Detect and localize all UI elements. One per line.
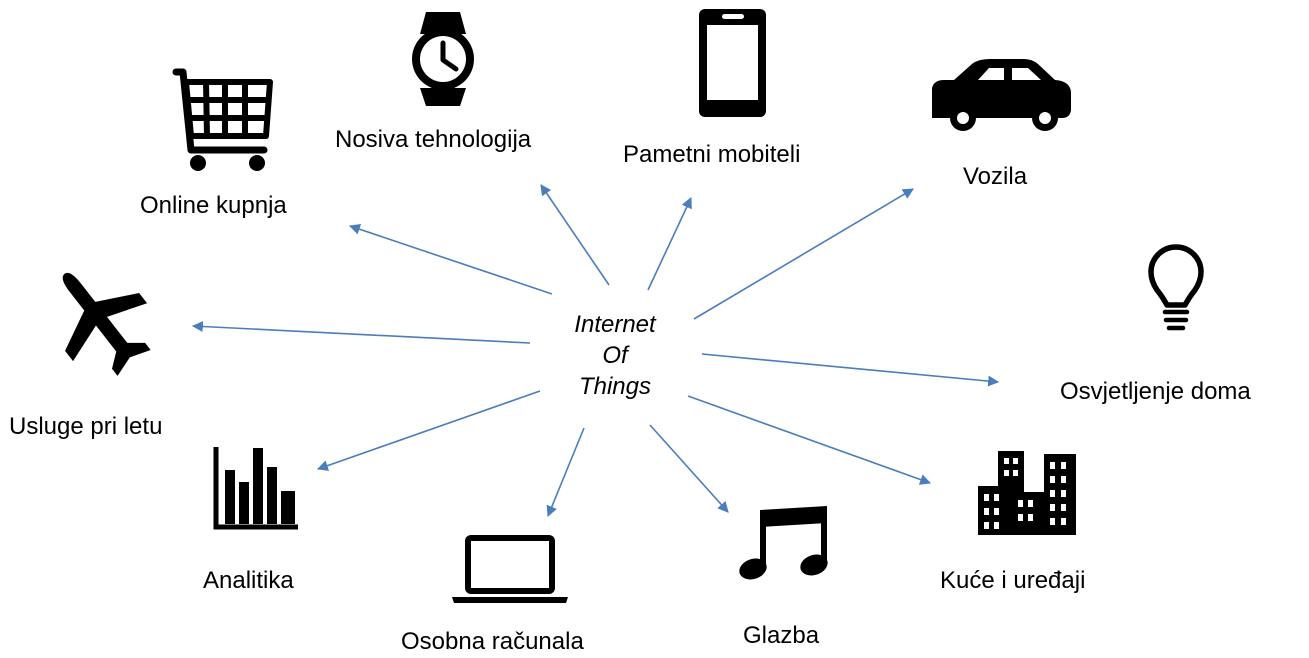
city-buildings-icon: [978, 451, 1076, 535]
arrow-to-usluge-pri-letu: [191, 321, 531, 344]
smartphone-icon: [699, 9, 766, 117]
arrow-to-analitika: [316, 390, 541, 471]
label-analitika: Analitika: [203, 567, 294, 594]
label-osvjetljenje-doma: Osvjetljenje doma: [1060, 378, 1251, 405]
label-online-kupnja: Online kupnja: [140, 192, 287, 219]
arrow-to-online-kupnja: [348, 223, 553, 295]
center-line-1: Internet: [574, 311, 656, 338]
music-note-icon: [739, 506, 828, 580]
laptop-icon: [452, 535, 568, 603]
label-glazba: Glazba: [743, 622, 820, 649]
label-nosiva-tehnologija: Nosiva tehnologija: [335, 126, 532, 153]
center-label: Internet Of Things: [555, 309, 675, 402]
center-line-3: Things: [578, 373, 652, 400]
label-pametni-mobiteli: Pametni mobiteli: [623, 141, 801, 168]
lightbulb-icon: [1148, 244, 1204, 331]
airplane-icon: [62, 272, 151, 376]
arrow-to-glazba: [649, 424, 729, 513]
label-usluge-pri-letu: Usluge pri letu: [9, 413, 163, 440]
arrow-to-osobna-racunala: [546, 427, 585, 518]
car-icon: [932, 59, 1071, 131]
arrow-to-osvjetljenje-doma: [701, 353, 1000, 387]
center-line-2: Of: [602, 342, 628, 369]
arrow-to-pametni-mobiteli: [647, 197, 692, 291]
bar-chart-icon: [213, 447, 298, 530]
arrow-to-kuce-i-uredaji: [687, 395, 932, 485]
shopping-cart-icon: [172, 68, 273, 171]
label-vozila: Vozila: [963, 163, 1028, 190]
label-osobna-racunala: Osobna računala: [401, 628, 584, 655]
arrow-to-nosiva-tehnologija: [540, 184, 610, 286]
wristwatch-icon: [412, 12, 474, 106]
arrow-to-vozila: [693, 188, 914, 320]
label-kuce-i-uredaji: Kuće i uređaji: [940, 567, 1086, 594]
